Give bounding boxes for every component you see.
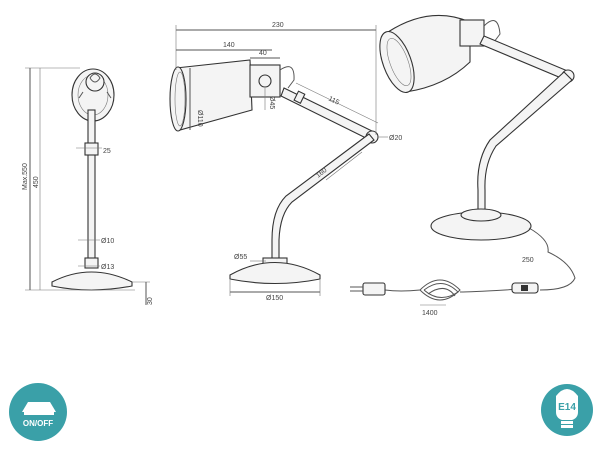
perspective-view: 250 1400 xyxy=(350,14,576,317)
dim-cable-switch: 250 xyxy=(522,257,534,264)
dim-side-upper-arm: 115 xyxy=(327,96,340,107)
side-view: 230 140 40 Ø110 Ø45 115 Ø20 160 Ø55 Ø150 xyxy=(169,22,402,302)
bulb-badge: E14 xyxy=(541,384,593,436)
power-cable xyxy=(528,227,576,291)
dim-side-base-diameter: Ø150 xyxy=(266,295,283,302)
side-base xyxy=(229,261,321,285)
front-view: Max.550 450 30 25 Ø10 Ø13 xyxy=(22,67,154,305)
side-lower-arm xyxy=(271,133,375,263)
perspective-socket xyxy=(459,19,485,47)
dim-cable-length: 1400 xyxy=(422,310,438,317)
dim-side-socket-length: 40 xyxy=(259,50,267,57)
dim-side-elbow: Ø20 xyxy=(389,135,402,142)
dim-front-max: Max.550 xyxy=(22,163,29,190)
front-collar xyxy=(84,257,99,269)
dim-front-height: 450 xyxy=(33,176,40,188)
dim-side-base-collar: Ø55 xyxy=(234,254,247,261)
power-plug xyxy=(362,282,386,296)
dim-side-shade-diameter: Ø110 xyxy=(196,110,203,127)
front-base xyxy=(51,271,133,291)
dim-front-stem: Ø10 xyxy=(101,238,114,245)
bulb-badge-label: E14 xyxy=(558,402,576,413)
e14-bulb-icon xyxy=(556,389,578,428)
side-shade xyxy=(175,59,253,131)
dim-side-socket-diameter: Ø45 xyxy=(268,96,275,109)
dim-side-shade-length: 140 xyxy=(223,42,235,49)
switch-badge-label: ON/OFF xyxy=(23,419,53,428)
dim-front-collar: Ø13 xyxy=(101,264,114,271)
front-stem xyxy=(87,109,96,263)
rocker-switch-icon xyxy=(22,402,56,415)
dim-front-joint: 25 xyxy=(103,148,111,155)
switch-badge: ON/OFF xyxy=(9,383,67,441)
dim-front-base-height: 30 xyxy=(147,297,154,305)
front-joint xyxy=(84,142,99,156)
dim-side-total-width: 230 xyxy=(272,22,284,29)
